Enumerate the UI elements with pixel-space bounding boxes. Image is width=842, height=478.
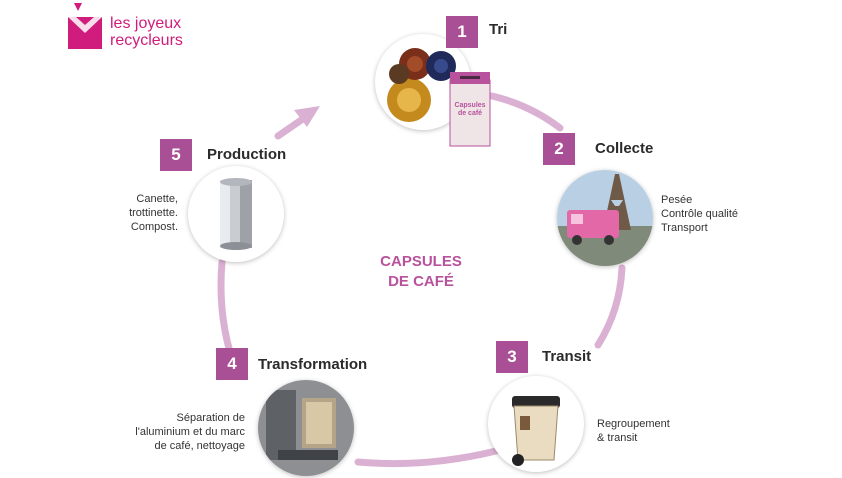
step-4-photo [258,380,354,476]
step-3-description-line: Regroupement [597,418,670,430]
coffee-capsules-icon [387,48,456,122]
step-4-title: Transformation [258,356,368,373]
step-4-badge: 4 [216,348,248,380]
ring-arc-3-4 [354,447,500,468]
step-2-title: Collecte [595,140,654,157]
brand-mark-icon [68,3,102,49]
step-2-description-line: Contrôle qualité [661,208,739,220]
step-3-description: Regroupement & transit [597,417,670,445]
ring-arrowhead [294,106,320,127]
processing-machine-icon [258,380,354,476]
step-4-description-line: l'aluminium et du marc [135,426,245,438]
collection-box-icon [449,72,491,147]
eiffel-tower-delivery-van-icon [557,170,653,266]
step-3-title: Transit [542,348,592,365]
step-5-description-line: Canette, [136,193,178,205]
step-2-description: Pesée Contrôle qualité Transport [661,193,738,235]
wheelie-bin-icon [512,396,560,466]
center-label-line-1: CAPSULES [380,253,462,270]
step-2-photo [557,170,653,266]
brand-line-2: recycleurs [110,32,183,49]
brand-name: les joyeux recycleurs [110,15,183,49]
capsule-collection-box: Capsules de café [448,68,492,148]
step-5-photo [188,166,284,262]
step-2-description-line: Transport [661,222,708,234]
step-1-title: Tri [489,21,508,38]
step-5-description-line: trottinette. [129,207,178,219]
center-label-line-2: DE CAFÉ [388,273,454,290]
aluminium-can-icon [220,178,252,250]
step-2-badge: 2 [543,133,575,165]
collection-box-text: Capsules de café [448,102,492,118]
ring-arc-2-3 [594,264,626,349]
step-5-description-line: Compost. [130,221,178,233]
step-1-badge: 1 [446,16,478,48]
step-3-badge: 3 [496,341,528,373]
step-3-photo [488,376,584,472]
brand-line-1: les joyeux [110,15,182,32]
ring-arc-4-5 [217,258,234,356]
step-4-description-line: Séparation de [176,412,246,424]
step-3-description-line: & transit [597,432,638,444]
box-text-line-2: de café [457,110,483,117]
step-5-badge: 5 [160,139,192,171]
step-4-description: Séparation de l'aluminium et du marc de … [135,411,245,453]
ring-arc-1-2 [488,92,564,132]
step-2-description-line: Pesée [661,194,693,206]
step-4-description-line: de café, nettoyage [154,440,245,452]
step-5-description: Canette, trottinette. Compost. [129,192,178,234]
step-5-title: Production [207,146,287,163]
box-text-line-1: Capsules [454,102,486,109]
center-label: CAPSULES DE CAFÉ [356,252,486,292]
